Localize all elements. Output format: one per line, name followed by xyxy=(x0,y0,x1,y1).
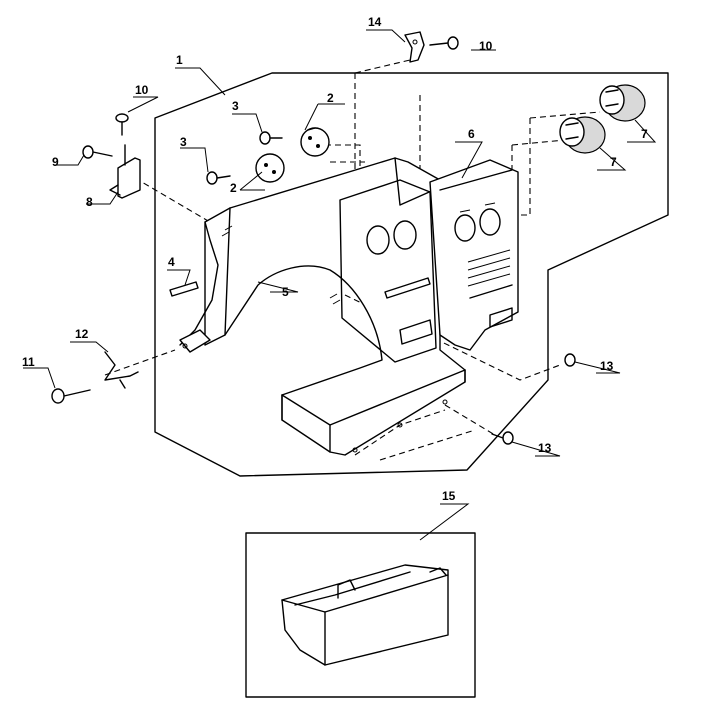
callout-14: 14 xyxy=(368,15,382,29)
callout-7-upper: 7 xyxy=(641,127,648,141)
accessory-tray xyxy=(281,564,449,666)
callout-6: 6 xyxy=(468,127,475,141)
front-panel xyxy=(429,159,519,351)
callout-5: 5 xyxy=(282,285,289,299)
screw-10-top xyxy=(429,36,459,50)
callout-3-upper: 3 xyxy=(232,99,239,113)
callout-15: 15 xyxy=(442,489,456,503)
screw-9 xyxy=(82,145,113,159)
screw-11 xyxy=(51,388,91,404)
dial-lower xyxy=(255,153,285,183)
dial-upper xyxy=(300,127,330,157)
screw-13-lower xyxy=(491,431,514,445)
callout-4: 4 xyxy=(168,255,175,269)
callout-13-upper: 13 xyxy=(600,359,614,373)
part-4-block xyxy=(169,281,199,297)
callout-2-upper: 2 xyxy=(327,91,334,105)
bracket-8 xyxy=(109,144,141,199)
callout-10-top: 10 xyxy=(479,39,493,53)
assembly-outline xyxy=(154,72,669,477)
knob-lower xyxy=(559,116,606,154)
lever-12 xyxy=(104,351,139,389)
bracket-14 xyxy=(404,31,425,63)
callout-2-lower: 2 xyxy=(230,181,237,195)
callout-leaders xyxy=(23,29,657,541)
callout-11: 11 xyxy=(22,355,35,369)
callout-7-lower: 7 xyxy=(610,155,617,169)
callout-1: 1 xyxy=(176,53,183,67)
screw-3-upper xyxy=(259,131,283,145)
main-body-shell xyxy=(179,157,466,456)
callout-3-lower: 3 xyxy=(180,135,187,149)
hinge-piece xyxy=(179,329,211,353)
callout-9: 9 xyxy=(52,155,59,169)
screw-3-lower xyxy=(206,171,231,185)
callout-12: 12 xyxy=(75,327,89,341)
screw-13-upper xyxy=(564,353,576,367)
callout-8: 8 xyxy=(86,195,93,209)
knob-upper xyxy=(599,84,646,122)
callout-10-left: 10 xyxy=(135,83,149,97)
screw-10-left xyxy=(115,113,129,136)
callout-13-lower: 13 xyxy=(538,441,552,455)
accessory-box-frame xyxy=(245,532,476,698)
